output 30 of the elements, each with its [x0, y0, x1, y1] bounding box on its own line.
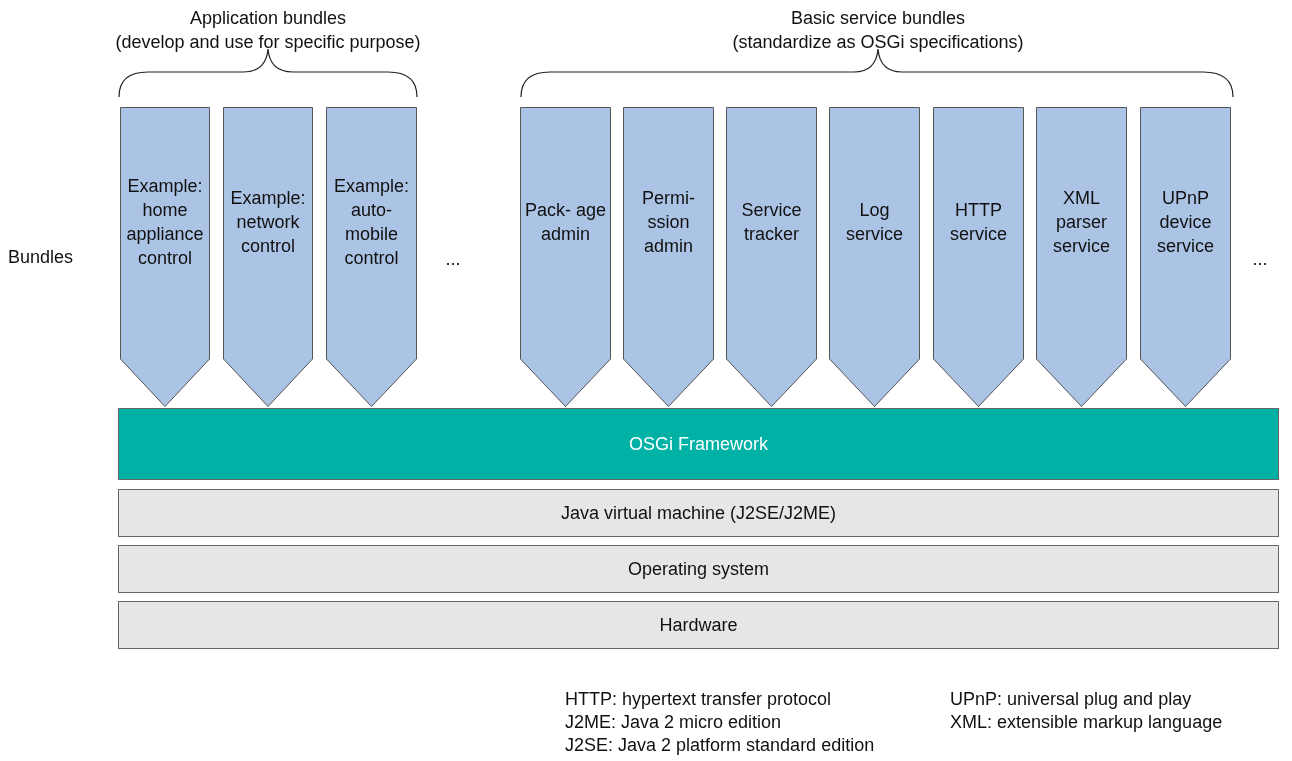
layer-bar [118, 408, 1279, 480]
group-heading: Application bundles [189, 8, 347, 29]
layer-name: OSGi Framework [629, 433, 768, 455]
group-heading: (develop and use for specific purpose) [115, 32, 421, 53]
bundle-name: Example: auto- mobile control [332, 175, 410, 270]
bundle-name: Permi- ssion admin [641, 187, 696, 258]
bundle-name: UPnP device service [1156, 187, 1215, 258]
annotation-text: Bundles [8, 247, 74, 268]
layer-bar [118, 489, 1279, 537]
bundle-name: Example: home appliance control [125, 175, 205, 270]
layer-name: Operating system [627, 558, 770, 580]
annotation-text: ... [1252, 249, 1268, 270]
bundle-name: XML parser service [1052, 187, 1111, 258]
group-heading: (standardize as OSGi specifications) [732, 32, 1024, 53]
bundle-name: Example: network control [229, 187, 307, 258]
group-heading: Basic service bundles [790, 8, 966, 29]
bundle-name: Log service [845, 199, 904, 246]
bundle-name: HTTP service [949, 199, 1008, 246]
layer-name: Hardware [659, 614, 738, 636]
abbreviation-note: J2ME: Java 2 micro edition [565, 712, 782, 733]
bundle-name: Service tracker [740, 199, 803, 246]
layer-name: Java virtual machine (J2SE/J2ME) [560, 502, 837, 524]
abbreviation-note: XML: extensible markup language [950, 712, 1223, 733]
abbreviation-note: UPnP: universal plug and play [950, 689, 1192, 710]
annotation-text: ... [445, 249, 461, 270]
layer-bar [118, 601, 1279, 649]
abbreviation-note: J2SE: Java 2 platform standard edition [565, 735, 875, 756]
abbreviation-note: HTTP: hypertext transfer protocol [565, 689, 832, 710]
layer-bar [118, 545, 1279, 593]
bundle-name: Pack- age admin [523, 199, 607, 246]
